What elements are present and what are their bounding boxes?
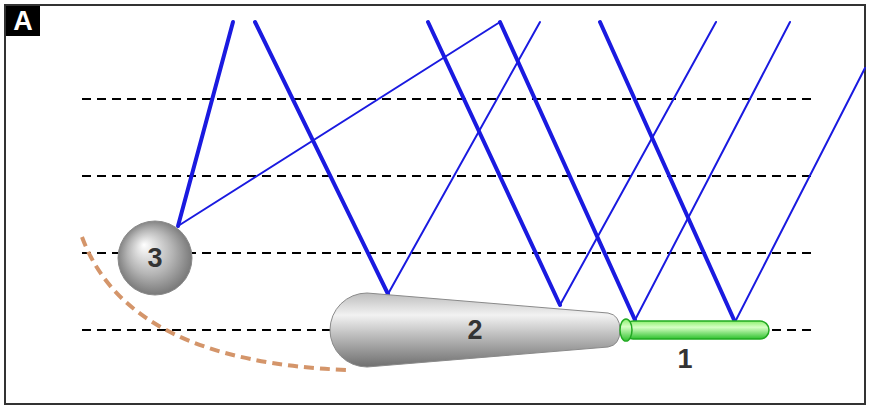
frame (5, 5, 865, 404)
beam-lines (178, 22, 865, 322)
cylinder-body (330, 293, 620, 367)
tapered-cylinder: 2 (330, 293, 620, 367)
callout-number: 1 (620, 346, 750, 373)
dashed-guide-lines (82, 99, 812, 330)
green-rod: 1 (620, 320, 770, 340)
callout-number: 2 (467, 317, 482, 344)
callout-number: 3 (147, 245, 162, 272)
rod-tip (620, 319, 632, 341)
green-rod-outline (620, 320, 770, 340)
rod-body (624, 321, 769, 339)
panel-letter: A (6, 6, 40, 36)
sphere: 3 (118, 221, 192, 295)
sphere-body (118, 221, 192, 295)
